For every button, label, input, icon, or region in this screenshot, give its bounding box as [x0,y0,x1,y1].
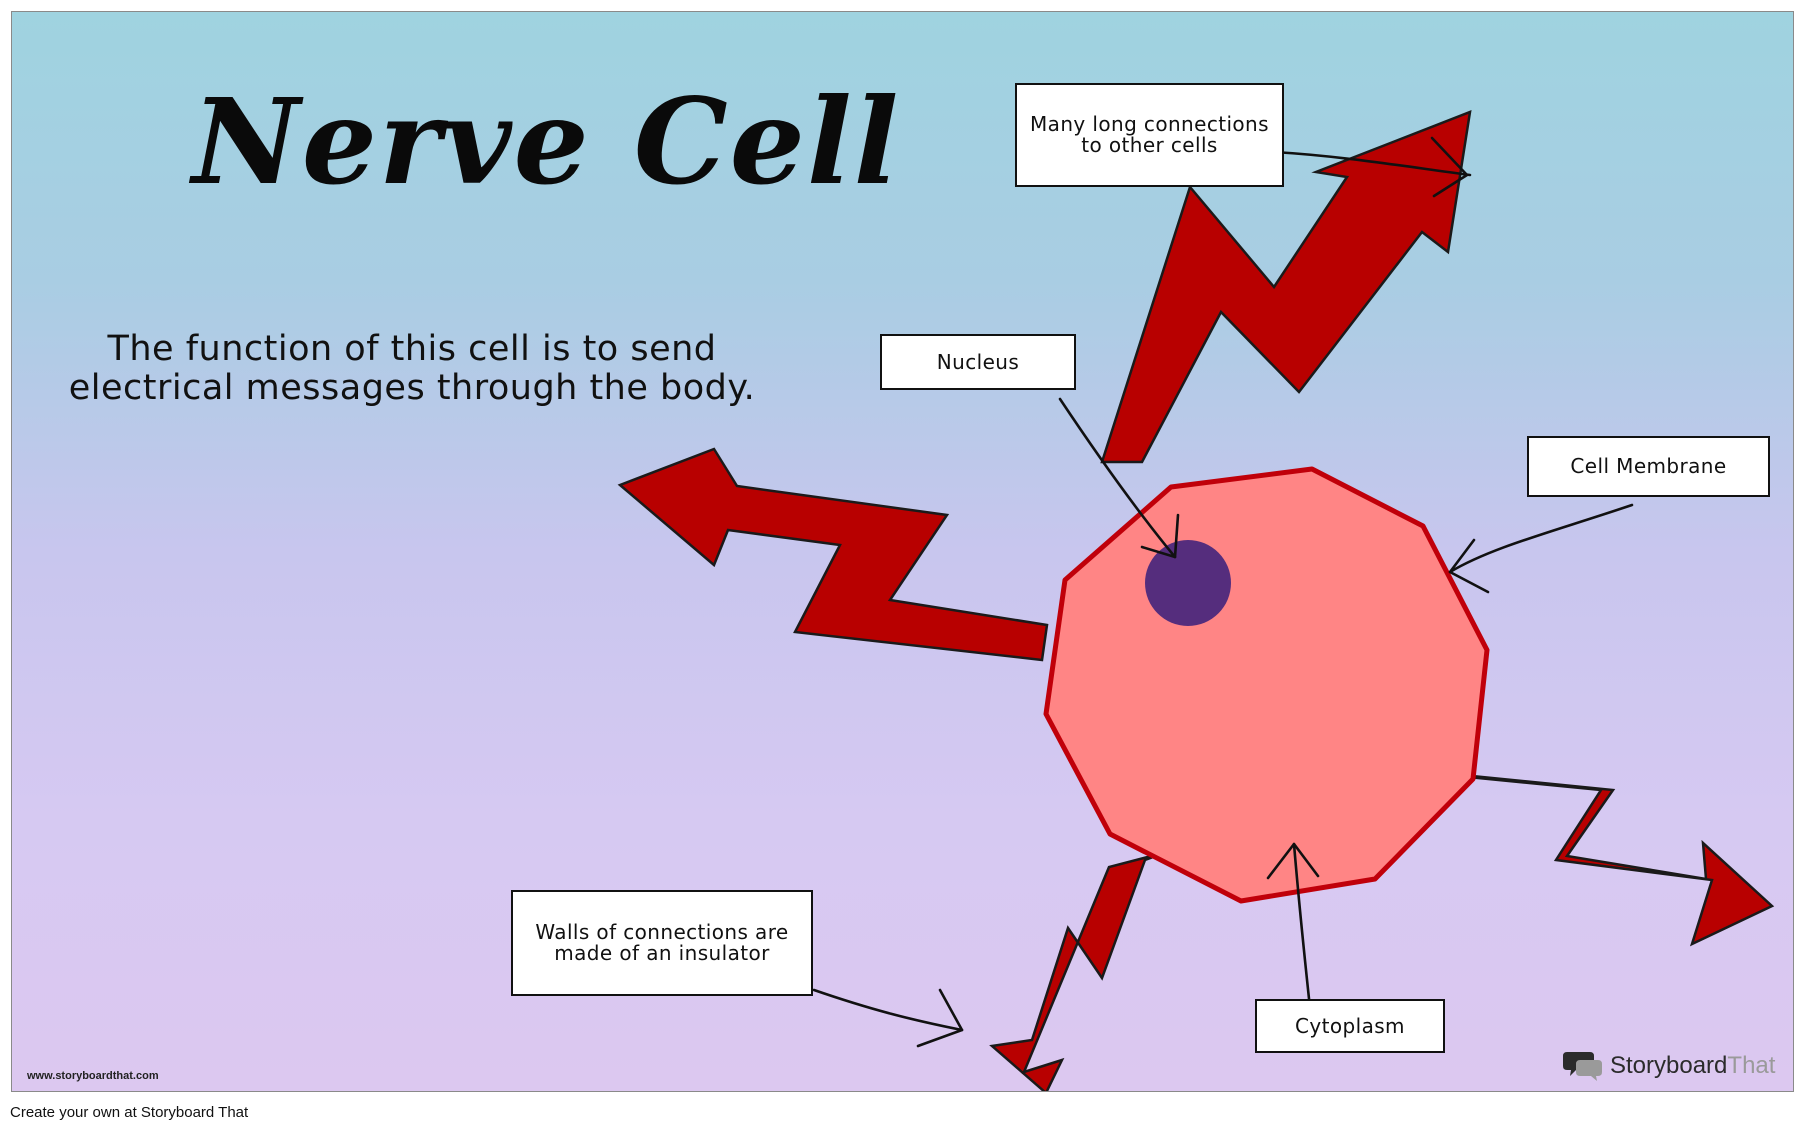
pointer-insulator-head [916,988,964,1048]
connection-arrow-left [617,447,1049,662]
label-insulator: Walls of connections are made of an insu… [511,890,813,996]
pointer-membrane-head [1448,538,1490,594]
label-cytoplasm: Cytoplasm [1255,999,1445,1053]
footer-link[interactable]: Create your own at Storyboard That [10,1104,249,1121]
pointer-nucleus [1058,397,1177,559]
nucleus-icon [1145,540,1231,626]
nerve-cell-diagram [617,110,1775,1091]
label-cell-membrane: Cell Membrane [1527,436,1770,497]
logo-text-dark: Storyboard [1610,1052,1728,1079]
cell-function-text: The function of this cell is to send ele… [68,329,756,408]
label-connections: Many long connections to other cells [1015,83,1284,187]
pointer-cytoplasm [1292,842,1312,1010]
connection-arrow-top [1100,110,1472,464]
storyboard-panel: Nerve Cell The function of this cell is … [11,11,1794,1092]
label-nucleus: Nucleus [880,334,1076,390]
page-title: Nerve Cell [192,72,901,211]
connection-arrow-bottom [989,850,1168,1091]
pointer-cytoplasm-head [1266,842,1320,880]
cell-body [1043,466,1490,904]
speech-bubbles-icon [1563,1052,1602,1081]
watermark-url: www.storyboardthat.com [27,1070,159,1082]
pointer-membrane [1448,503,1634,574]
pointer-connections-head [1430,136,1469,198]
pointer-lines [812,136,1634,1048]
pointer-insulator [812,988,964,1032]
logo-text: StoryboardThat [1610,1052,1775,1080]
storyboardthat-logo: StoryboardThat [1562,1050,1775,1082]
connection-arrows [617,110,1775,1091]
connection-arrow-right [1416,770,1775,947]
pointer-connections [1272,150,1472,177]
logo-text-light: That [1727,1052,1776,1079]
pointer-nucleus-head [1140,513,1180,559]
